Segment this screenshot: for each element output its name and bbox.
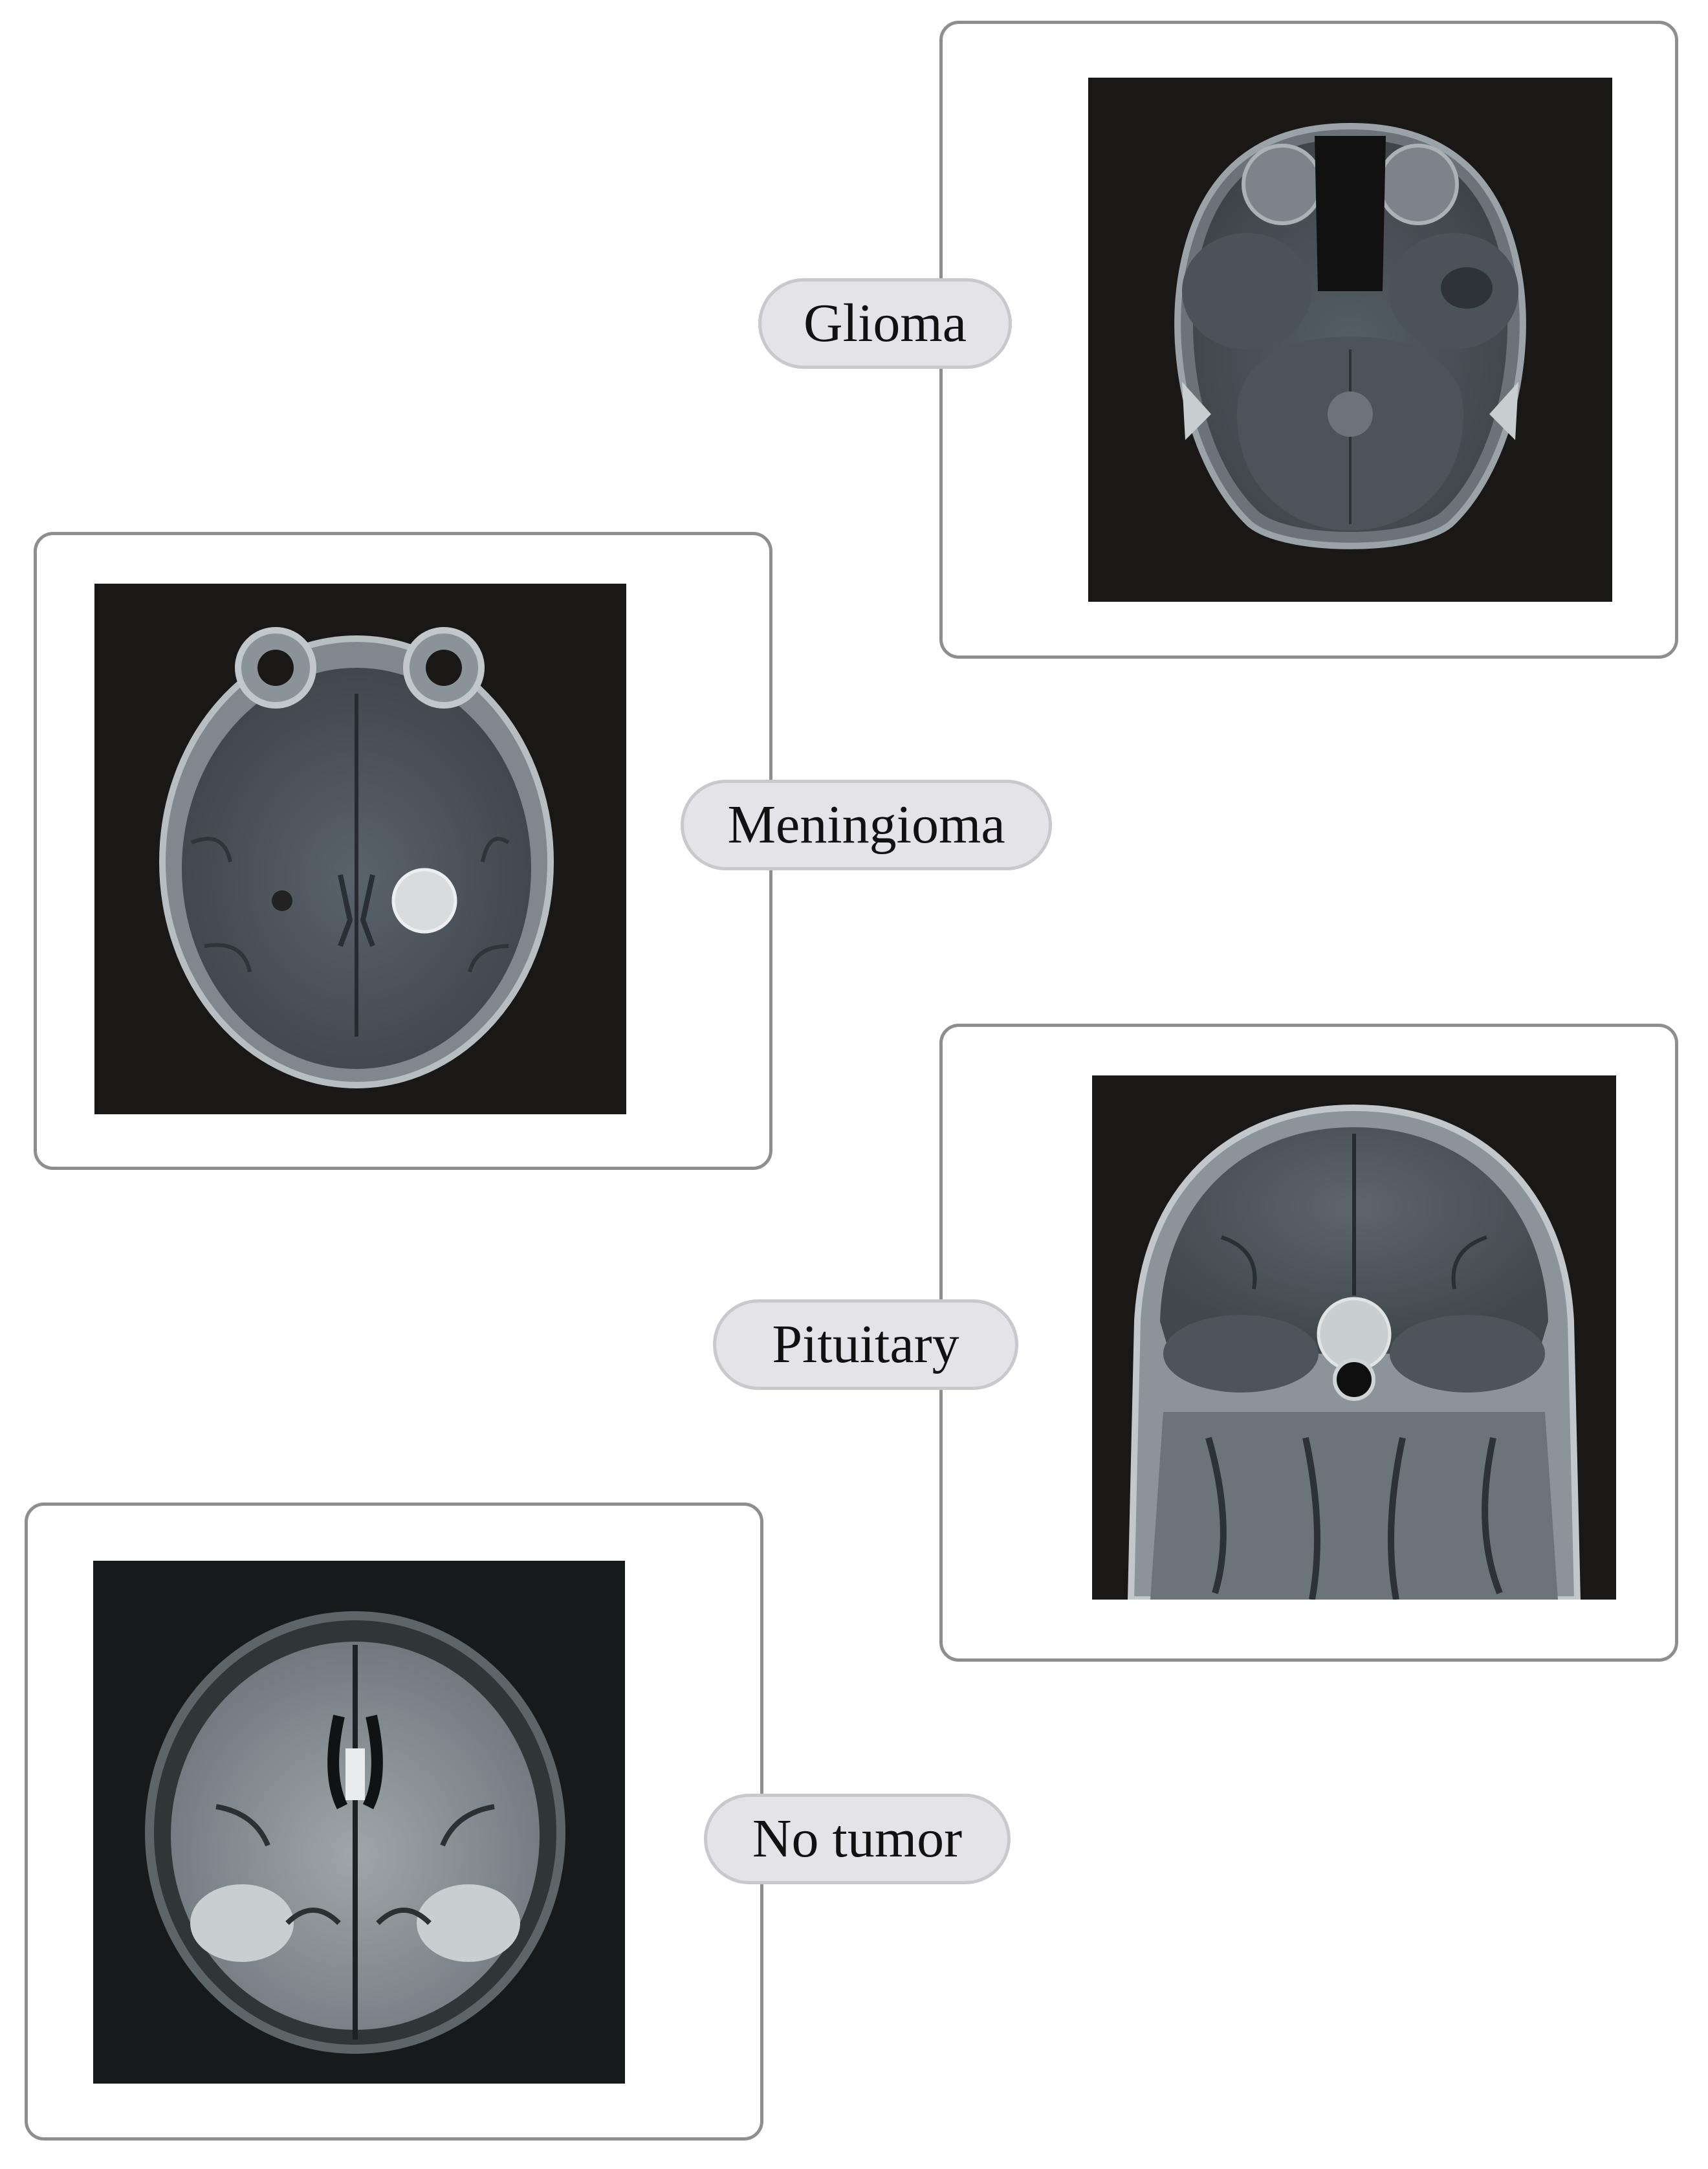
glioma-mri-image bbox=[1088, 78, 1612, 602]
glioma-label: Glioma bbox=[758, 278, 1012, 369]
meningioma-label: Meningioma bbox=[681, 780, 1052, 870]
pituitary-label: Pituitary bbox=[713, 1299, 1018, 1390]
meningioma-mri-image bbox=[94, 584, 626, 1114]
no-tumor-mri-image bbox=[93, 1561, 625, 2084]
no-tumor-label: No tumor bbox=[704, 1794, 1011, 1884]
pituitary-mri-image bbox=[1092, 1075, 1616, 1600]
